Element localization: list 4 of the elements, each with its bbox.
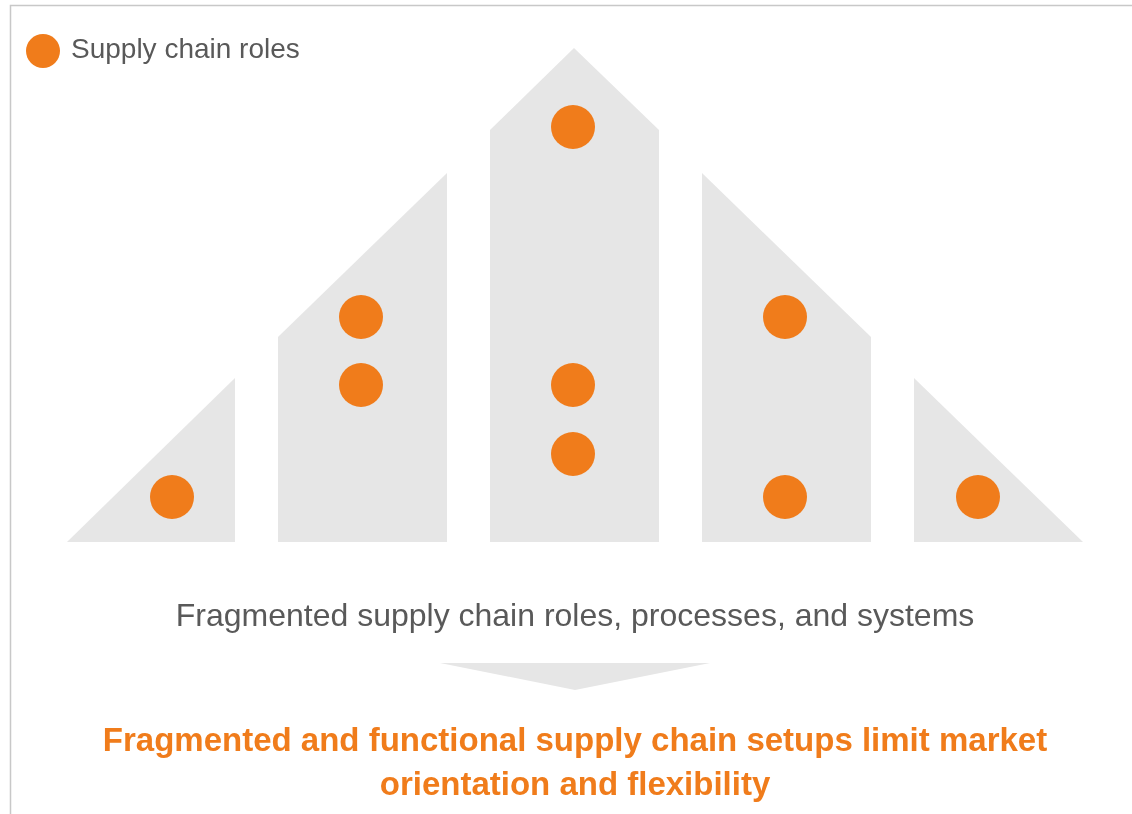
legend-label: Supply chain roles [71, 33, 300, 65]
conclusion-text: Fragmented and functional supply chain setups limit market orientation and flexibility [101, 720, 1049, 804]
statement-text: Fragmented supply chain roles, processes, and systems [174, 596, 976, 634]
down-arrow [440, 663, 710, 690]
